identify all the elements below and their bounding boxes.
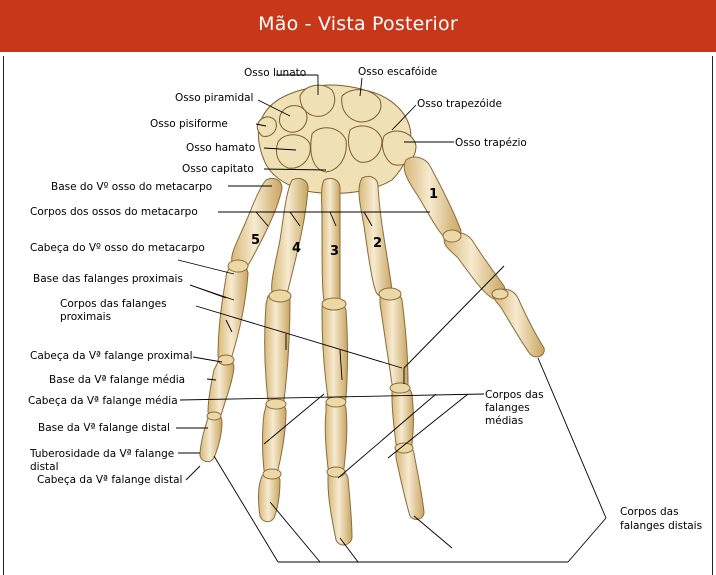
finger4-middle — [263, 403, 287, 476]
label-cabeca-v-metacarpo: Cabeça do Vº osso do metacarpo — [30, 242, 205, 254]
thumb-proximal-phalanx — [444, 233, 505, 300]
finger3-proximal — [322, 303, 348, 404]
finger3-distal — [328, 471, 352, 546]
finger-number-4: 4 — [292, 241, 301, 256]
label-corpos-falanges-medias-2: falanges — [485, 402, 530, 414]
label-base-v-falange-distal: Base da Vª falange distal — [38, 422, 170, 434]
label-corpos-falanges-distais: Corpos das — [620, 506, 679, 518]
label-cabeca-v-falange-distal: Cabeça da Vª falange distal — [37, 474, 182, 486]
label-corpos-metacarpo: Corpos dos ossos do metacarpo — [30, 206, 198, 218]
finger5-middle — [208, 359, 234, 418]
label-corpos-falanges-proximais-2: proximais — [60, 311, 111, 323]
label-osso-escafoide: Osso escafóide — [358, 66, 437, 78]
label-corpos-falanges-medias: Corpos das — [485, 389, 544, 401]
label-base-v-falange-media: Base da Vª falange média — [49, 374, 185, 386]
finger3-middle — [325, 401, 347, 474]
finger4-distal — [259, 473, 281, 522]
label-osso-hamato: Osso hamato — [186, 142, 255, 154]
label-base-falanges-proximais: Base das falanges proximais — [33, 273, 183, 285]
label-tuberosidade-2: distal — [30, 461, 59, 473]
label-tuberosidade: Tuberosidade da Vª falange — [29, 448, 174, 460]
label-corpos-falanges-medias-3: médias — [485, 415, 523, 427]
label-cabeca-v-falange-media: Cabeça da Vª falange média — [28, 395, 178, 407]
label-corpos-falanges-distais-2: falanges distais — [620, 520, 702, 532]
label-osso-lunato: Osso lunato — [244, 67, 306, 79]
finger-number-1: 1 — [429, 187, 438, 202]
label-osso-trapezoide: Osso trapezóide — [417, 98, 502, 110]
label-osso-capitato: Osso capitato — [182, 163, 254, 175]
label-osso-pisiforme: Osso pisiforme — [150, 118, 228, 130]
hand-bones — [200, 85, 544, 545]
label-cabeca-v-falange-proximal: Cabeça da Vª falange proximal — [30, 350, 193, 362]
metacarpal-3 — [322, 178, 341, 305]
label-osso-piramidal: Osso piramidal — [175, 92, 253, 104]
label-corpos-falanges-proximais: Corpos das falanges — [60, 298, 167, 310]
metacarpal-5 — [232, 178, 282, 268]
finger-number-3: 3 — [330, 244, 339, 259]
label-base-v-metacarpo: Base do Vº osso do metacarpo — [51, 181, 212, 193]
osso-piramidal-bone — [279, 106, 306, 133]
finger-number-5: 5 — [251, 233, 260, 248]
label-osso-trapezio: Osso trapézio — [455, 137, 527, 149]
osso-pisiforme-bone — [257, 117, 276, 136]
finger-number-2: 2 — [373, 236, 382, 251]
finger2-distal — [396, 447, 424, 520]
finger5-distal — [200, 415, 222, 462]
